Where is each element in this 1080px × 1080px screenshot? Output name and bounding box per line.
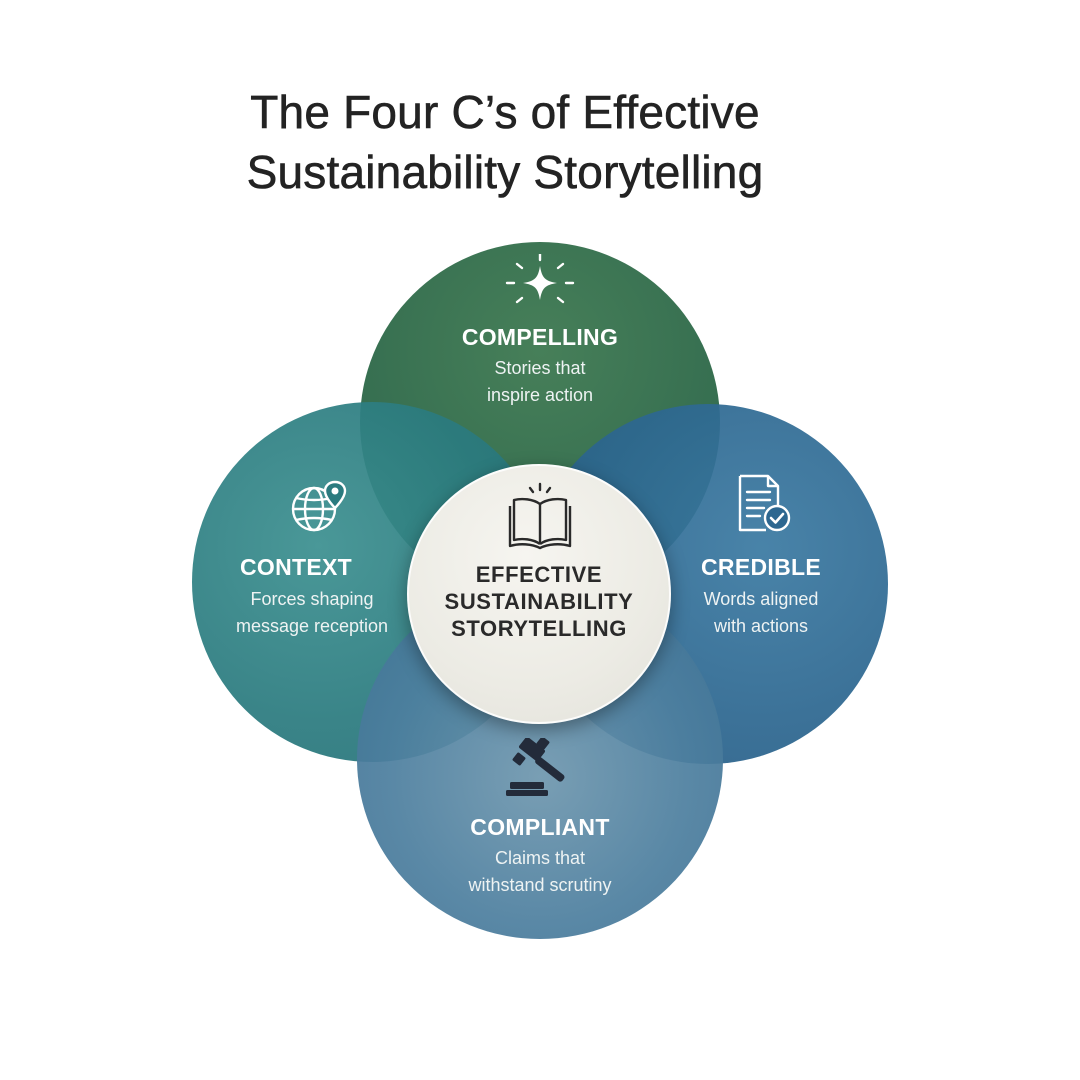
compliant-label: COMPLIANT (470, 814, 610, 840)
compelling-label: COMPELLING (461, 324, 619, 350)
credible-description: Words aligned with actions (676, 586, 846, 640)
compelling-desc-line1: Stories that (494, 358, 586, 378)
gavel-icon (506, 738, 565, 796)
center-line3: STORYTELLING (451, 616, 627, 641)
center-title: EFFECTIVE SUSTAINABILITY STORYTELLING (407, 561, 671, 642)
diagram-title-line2: Sustainability Storytelling (246, 146, 764, 199)
context-label: CONTEXT (240, 554, 352, 580)
context-desc-line1: Forces shaping (250, 589, 374, 609)
center-line1: EFFECTIVE (475, 562, 603, 587)
compelling-desc-line2: inspire action (486, 385, 594, 405)
compliant-desc-line2: withstand scrutiny (468, 875, 612, 895)
compliant-desc-line1: Claims that (494, 848, 586, 868)
credible-desc-line1: Words aligned (703, 589, 819, 609)
globe-location-icon (291, 480, 347, 532)
open-book-icon (508, 482, 572, 550)
context-desc-line2: message reception (235, 616, 389, 636)
credible-label: CREDIBLE (701, 554, 821, 580)
sparkle-icon (505, 254, 575, 304)
diagram-title-line1: The Four C’s of Effective (250, 86, 760, 139)
compliant-description: Claims that withstand scrutiny (390, 845, 690, 899)
context-description: Forces shaping message reception (196, 586, 428, 640)
compelling-description: Stories that inspire action (390, 355, 690, 409)
document-check-icon (738, 474, 791, 532)
center-line2: SUSTAINABILITY (444, 589, 634, 614)
credible-desc-line2: with actions (713, 616, 809, 636)
